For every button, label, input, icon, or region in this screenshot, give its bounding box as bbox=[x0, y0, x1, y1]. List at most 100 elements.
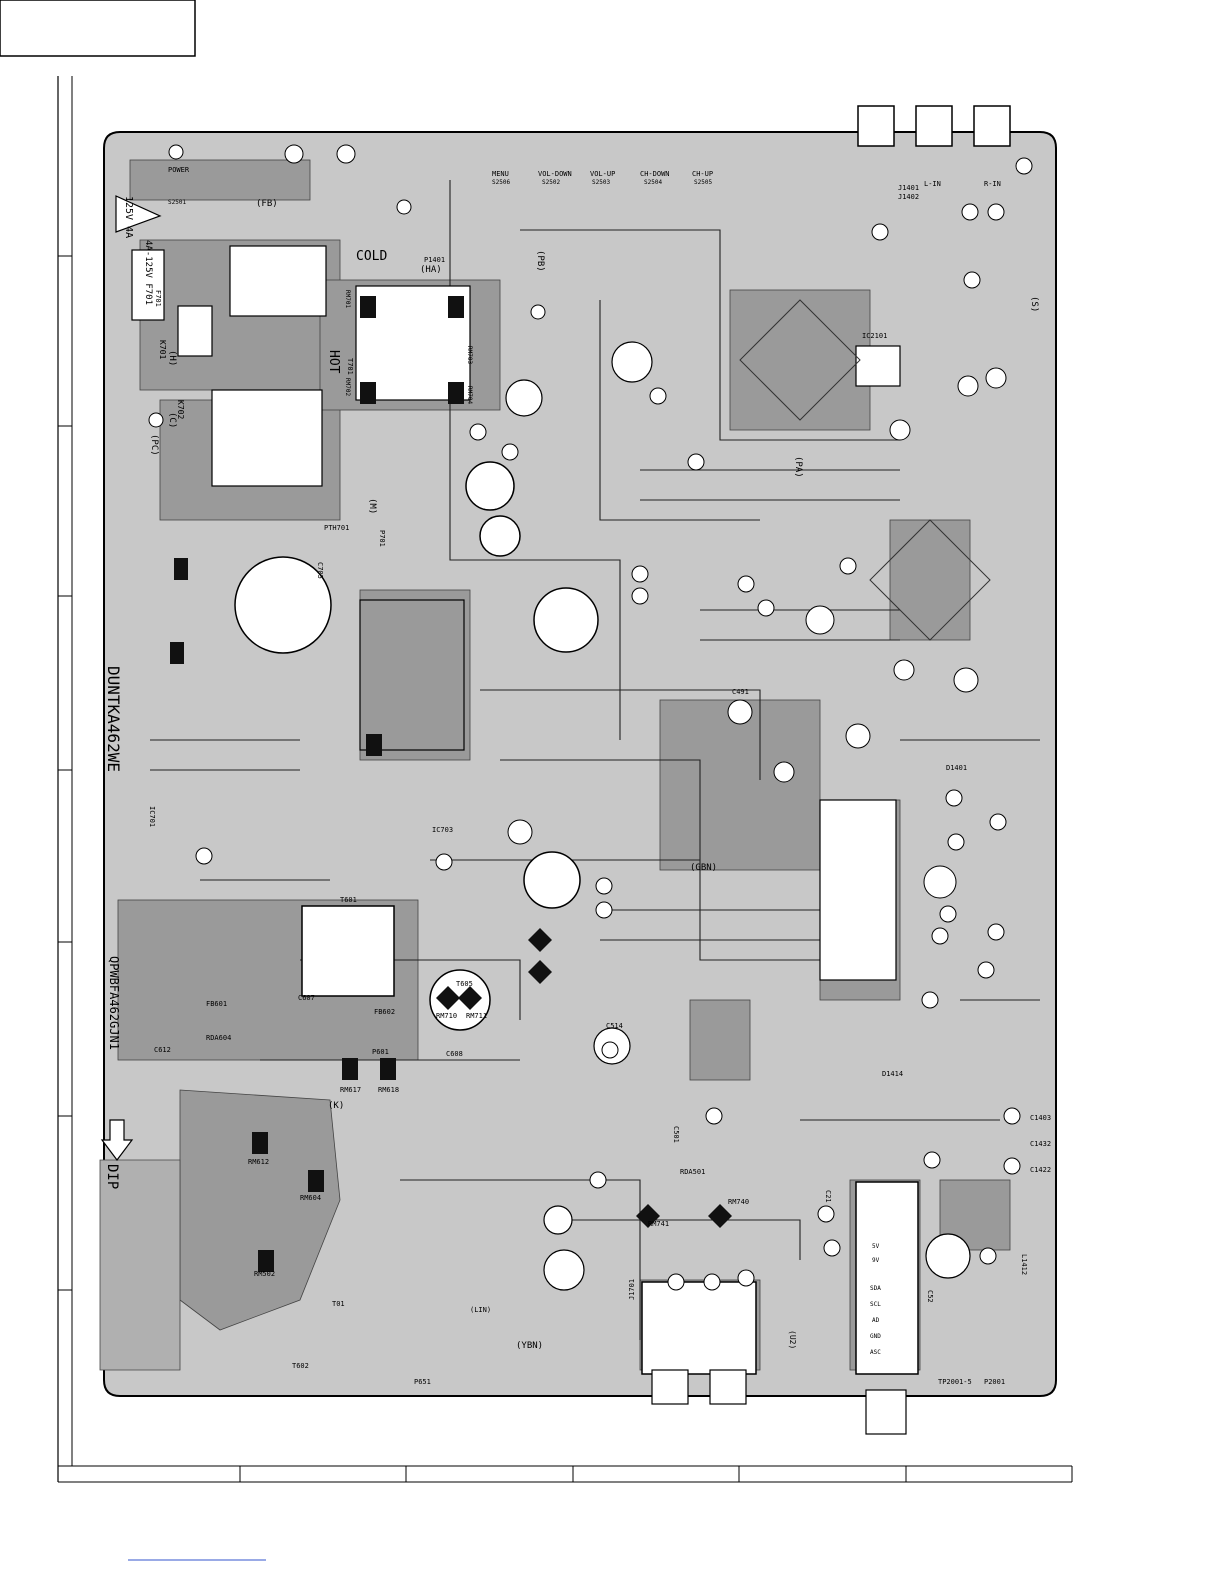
connector-lin: (LIN) bbox=[470, 1306, 491, 1314]
coil-213 bbox=[229, 245, 327, 317]
pin-5v: 5V bbox=[872, 1243, 880, 1250]
comp-rm618: RM618 bbox=[378, 1086, 399, 1094]
connector-pa: (PA) bbox=[793, 456, 803, 478]
capacitor-c51 bbox=[925, 1233, 971, 1279]
comp-rda501: RDA501 bbox=[680, 1168, 705, 1176]
comp-rm617: RM617 bbox=[340, 1086, 361, 1094]
fuse-holder bbox=[131, 249, 165, 321]
pin-9v: 9V bbox=[872, 1257, 880, 1264]
comp-rm701: RM701 bbox=[344, 290, 351, 308]
ic-ic2101 bbox=[855, 345, 901, 387]
comp-rm740: RM740 bbox=[728, 1198, 749, 1206]
ic-main-cpu bbox=[819, 799, 897, 981]
jack-r-in bbox=[915, 105, 953, 147]
comp-ic701: IC701 bbox=[148, 806, 156, 827]
comp-k702: K702 bbox=[176, 400, 185, 419]
capacitor-c708 bbox=[543, 1249, 585, 1291]
jack-l-in-label: L-IN bbox=[924, 180, 941, 188]
pads bbox=[170, 296, 732, 1272]
comp-ic2101: IC2101 bbox=[862, 332, 887, 340]
comp-p651: P651 bbox=[414, 1378, 431, 1386]
comp-ic703: IC703 bbox=[432, 826, 453, 834]
transformer-t601 bbox=[301, 905, 395, 997]
comp-rm502: RM502 bbox=[254, 1270, 275, 1278]
capacitor-c731 bbox=[465, 461, 515, 511]
heatsink-terminal bbox=[855, 1181, 919, 1375]
ref-s2503: S2503 bbox=[592, 179, 610, 186]
comp-d1414: D1414 bbox=[882, 1070, 903, 1078]
button-vol-up-label: VOL-UP bbox=[590, 170, 615, 178]
jack-bottom-left bbox=[651, 1369, 689, 1405]
connector-k: (K) bbox=[328, 1101, 344, 1111]
capacitor-c705 bbox=[234, 556, 332, 654]
jack-j1402-label: J1402 bbox=[898, 193, 919, 201]
transformer-t602 bbox=[359, 599, 465, 751]
comp-c612: C612 bbox=[154, 1046, 171, 1054]
hot-zone-label: HOT bbox=[326, 350, 341, 374]
page-frame bbox=[0, 0, 1073, 1561]
capacitor-c725 bbox=[533, 587, 599, 653]
button-ch-down-label: CH-DOWN bbox=[640, 170, 670, 178]
fuse-warning-triangle bbox=[115, 195, 162, 233]
comp-c491: C491 bbox=[732, 688, 749, 696]
capacitor-c860 bbox=[543, 1205, 573, 1235]
small-components bbox=[148, 144, 1033, 1291]
dip-label: DIP bbox=[104, 1164, 120, 1189]
connector-s: (S) bbox=[1029, 296, 1039, 312]
ic-footprints bbox=[739, 299, 991, 641]
connector-fb: (FB) bbox=[256, 199, 278, 209]
comp-fb602: FB602 bbox=[374, 1008, 395, 1016]
pin-ad: AD bbox=[872, 1317, 880, 1324]
comp-c52: C52 bbox=[926, 1290, 934, 1303]
comp-p601: P601 bbox=[372, 1048, 389, 1056]
comp-t602: T602 bbox=[292, 1362, 309, 1370]
part-number-label: DUNTKA462WE bbox=[104, 666, 123, 772]
comp-rm612: RM612 bbox=[248, 1158, 269, 1166]
comp-c501: C501 bbox=[672, 1126, 680, 1143]
cold-zone-label: COLD bbox=[356, 249, 387, 264]
jack-l-in bbox=[857, 105, 895, 147]
button-power-label: POWER bbox=[168, 166, 190, 174]
relay-k701 bbox=[177, 305, 213, 357]
labels: DUNTKA462WE QPWBFA462GJN1 DIP 125V 4A 4A… bbox=[104, 166, 1051, 1386]
jack-j1701-label: J1701 bbox=[628, 1279, 636, 1300]
capacitor-c760 bbox=[611, 341, 653, 383]
connector-ybn: (YBN) bbox=[516, 1341, 543, 1351]
pwb-code-label: QPWBFA462GJN1 bbox=[107, 956, 121, 1050]
comp-c1403: C1403 bbox=[1030, 1114, 1051, 1122]
comp-p2001: P2001 bbox=[984, 1378, 1005, 1386]
fuse-rating-label: 125V 4A bbox=[123, 196, 134, 238]
comp-rm710: RM710 bbox=[436, 1012, 457, 1020]
connector-ha: (HA) bbox=[420, 265, 442, 275]
comp-c608: C608 bbox=[446, 1050, 463, 1058]
jack-extra bbox=[973, 105, 1011, 147]
pin-gnd: GND bbox=[870, 1333, 881, 1340]
jack-j1701 bbox=[641, 1281, 757, 1375]
fuse-rating-label-2: 4A-125V F701 bbox=[143, 240, 153, 305]
comp-t605: T605 bbox=[456, 980, 473, 988]
jack-bottom-right bbox=[709, 1369, 747, 1405]
connector-pc: (PC) bbox=[149, 434, 159, 456]
capacitor-c720 bbox=[523, 851, 581, 909]
button-vol-down-label: VOL-DOWN bbox=[538, 170, 572, 178]
comp-k701: K701 bbox=[158, 340, 167, 359]
comp-f701: F701 bbox=[154, 290, 162, 307]
comp-c1432: C1432 bbox=[1030, 1140, 1051, 1148]
comp-l1412: L1412 bbox=[1020, 1254, 1028, 1275]
ref-s2501: S2501 bbox=[168, 199, 186, 206]
ref-s2505: S2505 bbox=[694, 179, 712, 186]
connector-m: (M) bbox=[367, 498, 377, 514]
comp-p701: P701 bbox=[378, 530, 386, 547]
comp-c607: C607 bbox=[298, 994, 315, 1002]
jack-r-in-label: R-IN bbox=[984, 180, 1001, 188]
pin-asc: ASC bbox=[870, 1349, 881, 1356]
comp-rm702: RM702 bbox=[344, 378, 351, 396]
comp-c514: C514 bbox=[606, 1022, 623, 1030]
capacitor-c751 bbox=[505, 379, 543, 417]
pin-scl: SCL bbox=[870, 1301, 881, 1308]
comp-rm741: RM741 bbox=[648, 1220, 669, 1228]
capacitor-c741 bbox=[479, 515, 521, 557]
comp-t601: T601 bbox=[340, 896, 357, 904]
comp-c21: C21 bbox=[824, 1190, 832, 1203]
